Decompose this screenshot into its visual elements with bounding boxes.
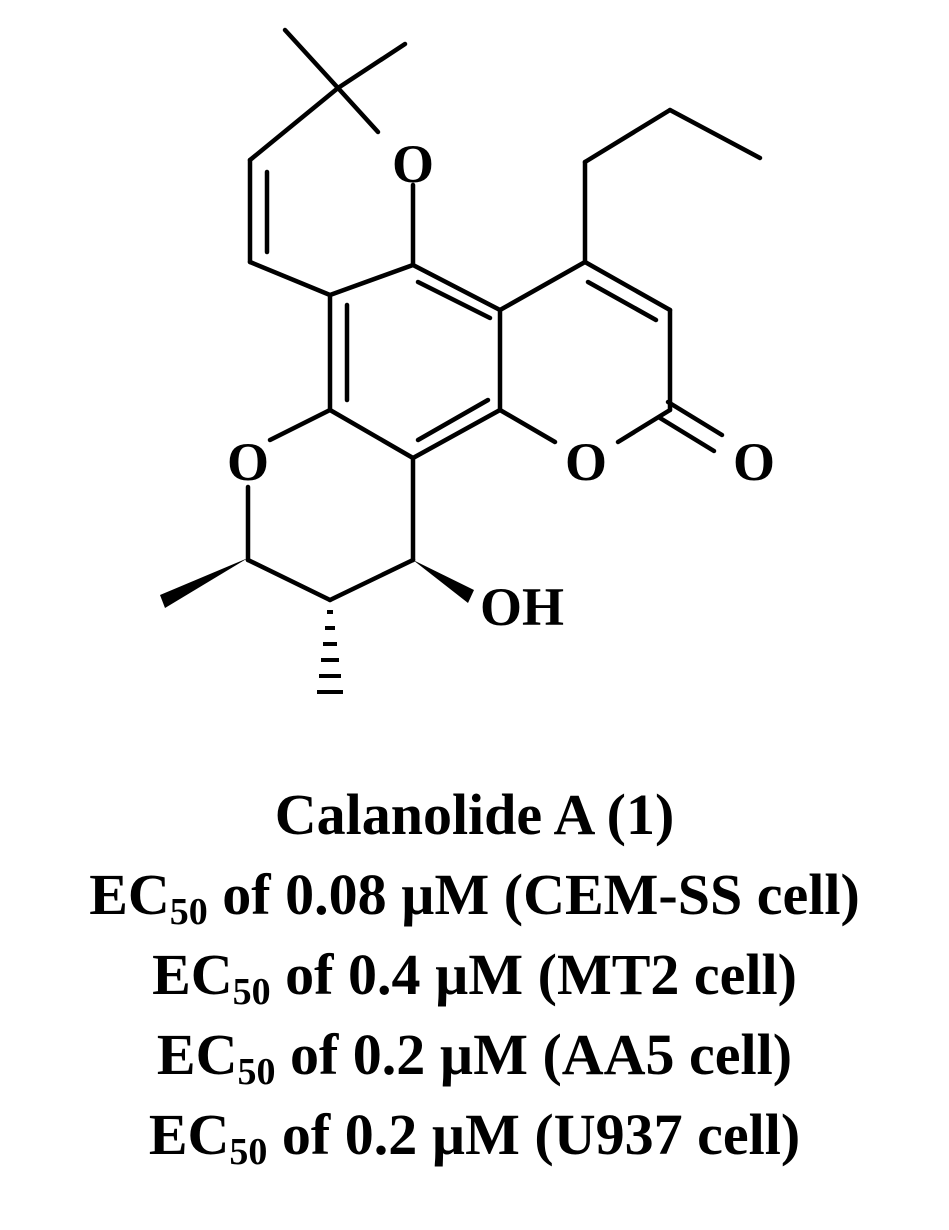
carbonyl-oxygen-label: O xyxy=(733,432,775,492)
ec50-subscript: 50 xyxy=(232,971,271,1013)
ec50-prefix: EC xyxy=(156,1022,238,1087)
caption: Calanolide A (1) EC50 of 0.08 µM (CEM-SS… xyxy=(0,775,949,1175)
ec50-row: EC50 of 0.2 µM (AA5 cell) xyxy=(0,1015,949,1095)
methyl-hash-bond xyxy=(317,610,343,694)
ec50-prefix: EC xyxy=(148,1102,230,1167)
ec50-row: EC50 of 0.08 µM (CEM-SS cell) xyxy=(0,855,949,935)
ec50-value: of 0.08 µM (CEM-SS cell) xyxy=(207,862,860,927)
ec50-value: of 0.2 µM (U937 cell) xyxy=(267,1102,801,1167)
methyl-wedge-bond xyxy=(160,558,248,608)
oxygen-label: O xyxy=(227,432,269,492)
ec50-prefix: EC xyxy=(152,942,233,1007)
ec50-value: of 0.4 µM (MT2 cell) xyxy=(270,942,797,1007)
ec50-subscript: 50 xyxy=(229,1131,268,1173)
ec50-prefix: EC xyxy=(89,862,170,927)
bond-lines xyxy=(245,27,763,603)
oxygen-label: O xyxy=(392,134,434,194)
calanolide-a-structure: O O O O OH xyxy=(160,27,775,694)
ec50-row: EC50 of 0.4 µM (MT2 cell) xyxy=(0,935,949,1015)
ec50-value: of 0.2 µM (AA5 cell) xyxy=(275,1022,793,1087)
oxygen-label: O xyxy=(565,432,607,492)
hydroxyl-label: OH xyxy=(480,577,564,637)
compound-name: Calanolide A (1) xyxy=(274,782,675,847)
ec50-row: EC50 of 0.2 µM (U937 cell) xyxy=(0,1095,949,1175)
ec50-subscript: 50 xyxy=(237,1051,276,1093)
hydroxyl-wedge-bond xyxy=(413,560,474,603)
ec50-subscript: 50 xyxy=(169,891,208,933)
